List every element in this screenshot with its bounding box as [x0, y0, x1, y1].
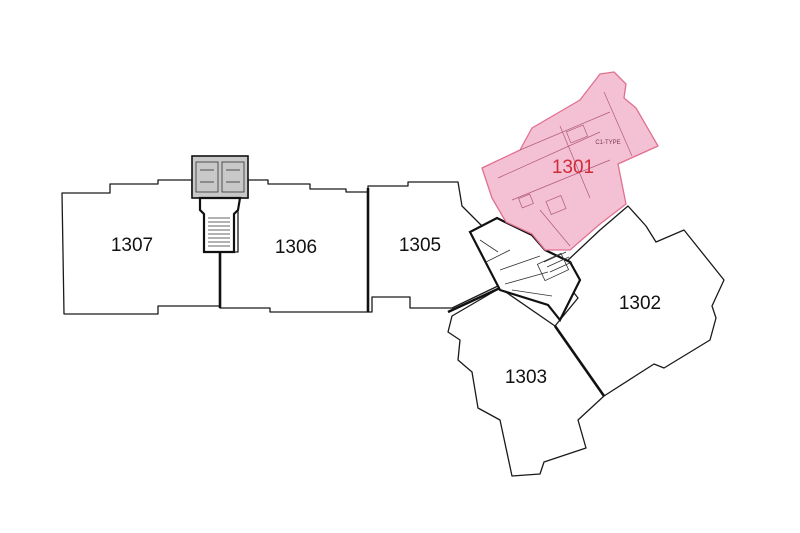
- stair-treads: [208, 217, 230, 247]
- unit-label-1307: 1307: [111, 235, 153, 256]
- unit-label-1305: 1305: [399, 235, 441, 256]
- unit-1301-interior: [497, 91, 633, 247]
- stair-core: [198, 196, 242, 254]
- unit-1301-type-tag: C1-TYPE: [595, 140, 620, 146]
- unit-label-1302: 1302: [619, 293, 661, 314]
- elevator-core: [191, 155, 249, 199]
- central-core: [468, 216, 582, 323]
- unit-label-1306: 1306: [275, 237, 317, 258]
- unit-label-1301: 1301: [552, 157, 594, 178]
- party-wall-1305-1303: [447, 286, 501, 314]
- unit-label-1303: 1303: [505, 367, 547, 388]
- party-wall-1303-1302: [553, 325, 606, 397]
- unit-1301[interactable]: [481, 71, 659, 251]
